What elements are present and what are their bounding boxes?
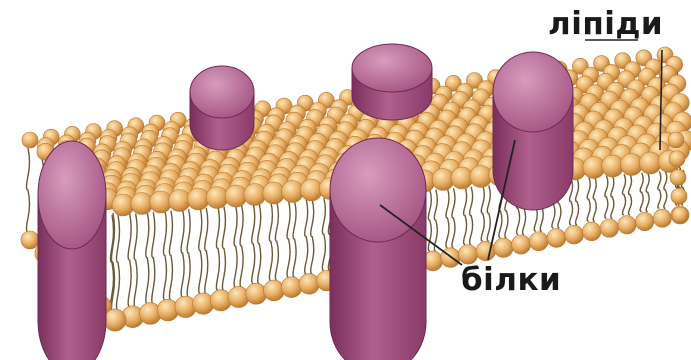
membrane-protein-icon — [38, 141, 106, 360]
lipid-tail — [481, 185, 484, 241]
lipid-tail — [293, 201, 296, 277]
protein-top — [330, 138, 426, 242]
lipid-tail — [664, 171, 667, 208]
lipid-head — [671, 188, 687, 204]
protein-top — [190, 66, 254, 118]
label-lipids: ліпіди — [548, 6, 663, 42]
lipid-tail — [434, 190, 437, 251]
lipid-head — [636, 212, 654, 230]
lipid-head — [669, 151, 685, 167]
lipid-head — [281, 277, 302, 298]
lipid-tail — [658, 171, 661, 208]
lipid-tail — [199, 208, 202, 294]
lipid-tail — [487, 185, 490, 241]
lipid-head — [529, 232, 548, 251]
lipid-head — [21, 231, 39, 249]
lipid-head — [299, 274, 320, 295]
lipid-tail — [169, 211, 172, 300]
lipid-head — [672, 207, 688, 223]
lipid-tail — [587, 177, 590, 221]
lipid-tail — [163, 211, 166, 300]
lipid-tail — [216, 207, 219, 291]
lipid-head — [263, 280, 284, 301]
lipid-tail — [305, 200, 308, 274]
membrane-protein-icon — [330, 138, 426, 360]
lipid-head — [246, 283, 267, 304]
lipid-tail — [152, 212, 155, 303]
membrane-protein-icon — [352, 44, 432, 120]
lipid-head — [494, 238, 513, 257]
lipid-tail — [27, 148, 30, 232]
lipid-tail — [134, 214, 137, 307]
protein-top — [352, 44, 432, 92]
lipid-tail — [181, 209, 184, 297]
label-proteins: білки — [461, 262, 561, 298]
lipid-tail — [258, 204, 261, 284]
lipid-head — [565, 225, 584, 244]
lipid-head — [668, 132, 684, 148]
membrane-protein-icon — [190, 66, 254, 150]
lipid-head — [104, 309, 126, 331]
lipid-tail — [146, 212, 149, 303]
lipid-tail — [593, 177, 596, 221]
lipid-tail — [287, 201, 290, 277]
lipid-head — [670, 170, 686, 186]
lipid-tail — [252, 204, 255, 284]
lipid-tail — [234, 205, 237, 287]
lipid-tail — [470, 187, 473, 245]
lipid-tail — [605, 176, 608, 219]
lipid-tail — [322, 198, 325, 271]
lipid-head — [547, 229, 566, 248]
lipid-tail — [275, 202, 278, 280]
lipid-head — [618, 216, 636, 234]
lipid-tail — [311, 200, 314, 274]
protein-top — [38, 141, 106, 249]
lipid-tail — [446, 188, 449, 247]
lipid-tail — [611, 176, 614, 219]
lipid-head — [476, 241, 495, 260]
lipid-head — [512, 235, 531, 254]
lipid-tail — [623, 174, 626, 215]
lipid-tail — [452, 188, 455, 247]
lipid-tail — [576, 178, 579, 224]
lipid-tail — [629, 174, 632, 215]
lipid-tail — [640, 173, 643, 212]
lipid-tail — [117, 215, 120, 310]
lipid-head — [600, 219, 619, 238]
lipid-tail — [205, 208, 208, 294]
lipid-head — [653, 209, 671, 227]
lipid-tail — [646, 173, 649, 212]
lipid-tail — [269, 202, 272, 280]
lipid-tail — [128, 214, 131, 307]
lipid-head — [22, 132, 38, 148]
lipid-tail — [464, 187, 467, 245]
lipid-tail — [187, 209, 190, 297]
lipid-head — [582, 222, 601, 241]
protein-top — [493, 52, 573, 132]
lipid-tail — [240, 205, 243, 287]
lipid-tail — [222, 207, 225, 291]
